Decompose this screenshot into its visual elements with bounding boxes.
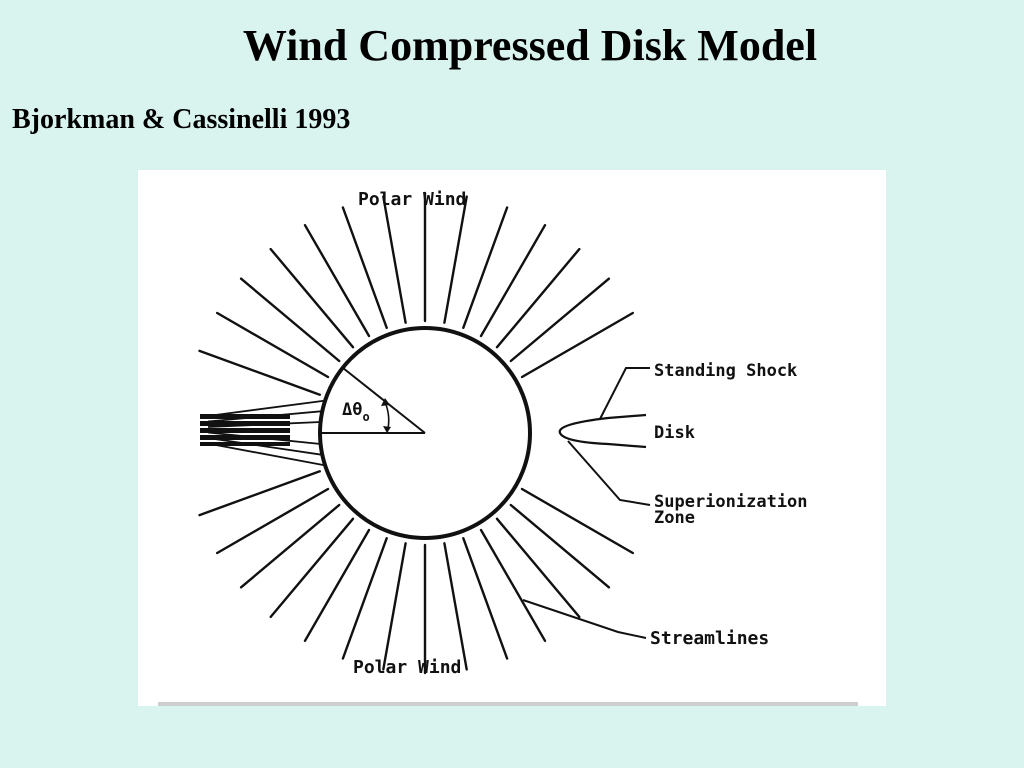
streamline <box>215 487 330 555</box>
streamline <box>520 487 634 555</box>
streamline <box>509 277 611 363</box>
streamline <box>303 224 371 338</box>
streamline <box>495 247 581 349</box>
streamline <box>462 537 509 660</box>
fan-streamline <box>207 399 326 417</box>
streamline <box>198 349 322 396</box>
compressed-disk-band <box>200 414 290 446</box>
fan-streamline <box>207 442 326 467</box>
streamline <box>269 517 355 619</box>
superionization-label: Superionization <box>654 492 808 512</box>
streamline <box>520 311 634 379</box>
wind-streamlines <box>198 191 634 675</box>
streamline <box>215 311 330 379</box>
streamline <box>239 503 341 589</box>
streamline <box>198 470 322 517</box>
wind-compressed-disk-figure: Δθo Polar Wind Polar Wind Standing Shock… <box>138 170 886 706</box>
disk-inset <box>558 413 647 449</box>
angle-label: Δθo <box>342 400 370 424</box>
cropped-caption-strip <box>158 702 858 706</box>
streamlines-label: Streamlines <box>650 628 769 649</box>
disk-label: Disk <box>654 423 695 443</box>
streamline <box>303 528 371 642</box>
zone-label: Zone <box>654 508 695 528</box>
streamline <box>443 195 468 324</box>
streamline <box>239 277 341 363</box>
streamline <box>269 247 355 349</box>
streamline <box>382 542 407 671</box>
slide-title: Wind Compressed Disk Model <box>242 21 818 70</box>
leader-lines <box>522 367 651 639</box>
streamline <box>462 206 509 330</box>
standing-shock-label: Standing Shock <box>654 361 797 381</box>
streamline <box>341 206 388 330</box>
streamline <box>509 503 611 589</box>
streamline <box>479 224 547 338</box>
polar-wind-bottom-label: Polar Wind <box>353 657 461 678</box>
streamline <box>382 195 407 324</box>
streamline <box>443 542 468 671</box>
opening-angle-wedge <box>321 367 426 434</box>
streamline <box>495 517 581 619</box>
slide-subtitle: Bjorkman & Cassinelli 1993 <box>12 104 351 135</box>
streamline <box>479 528 547 642</box>
fan-streamline <box>207 437 323 456</box>
polar-wind-top-label: Polar Wind <box>358 189 466 210</box>
streamline <box>341 537 388 660</box>
